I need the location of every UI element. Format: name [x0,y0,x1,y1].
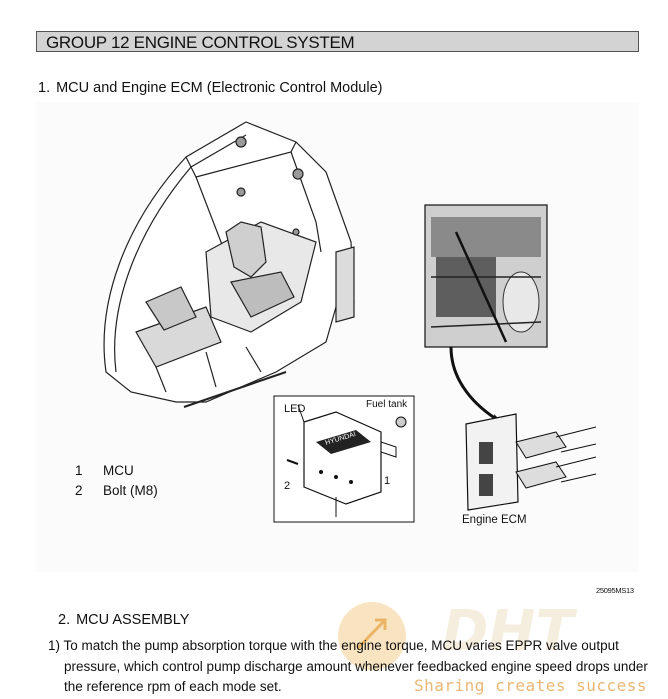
pointer-arrow [449,346,502,424]
paragraph-line-3: the reference rpm of each mode set. [64,679,282,694]
led-callout: LED [284,403,305,415]
callout-1: 1 [384,475,390,487]
paragraph-1: 1) To match the pump absorption torque w… [48,636,648,698]
led-leader-line [297,404,305,423]
paragraph-number: 1) [48,638,61,653]
group-header-bar: GROUP 12 ENGINE CONTROL SYSTEM [36,31,639,52]
section-2-number: 2. [58,612,71,628]
section-1-heading: 1. MCU and Engine ECM (Electronic Control… [38,80,382,96]
group-title: GROUP 12 ENGINE CONTROL SYSTEM [46,33,355,52]
paragraph-line-2: pressure, which control pump discharge a… [64,658,648,674]
legend-item: 2 Bolt (M8) [75,481,158,501]
engine-ecm-callout: Engine ECM [462,514,527,526]
section-1-number: 1. [38,80,51,96]
section-2-title: MCU ASSEMBLY [76,612,190,628]
legend-label: Bolt (M8) [103,483,158,498]
figure-legend: 1 MCU 2 Bolt (M8) [75,461,158,501]
mcu-unit: HYUNDAI [303,411,407,505]
engine-ecm-module [465,413,597,511]
legend-number: 2 [75,483,83,498]
section-2-heading: 2. MCU ASSEMBLY [58,612,189,628]
legend-number: 1 [75,463,83,478]
section-1-subtitle: (Electronic Control Module) [206,80,383,96]
callout-2: 2 [284,480,290,492]
legend-item: 1 MCU [75,461,158,481]
bolt-shape [286,459,299,465]
engine-photo [424,204,548,348]
paragraph-line-1: To match the pump absorption torque with… [63,638,619,653]
fuel-tank-callout: Fuel tank [366,399,408,410]
figure-code: 25095MS13 [596,586,634,595]
watermark-text: Sharing creates success [414,676,648,695]
cab-illustration [103,121,355,408]
mcu-ecm-figure: Engine ECM LED Fuel tank HYUNDAI 2 1 [36,102,639,572]
legend-label: MCU [103,463,134,478]
section-1-title: MCU and Engine ECM [56,80,203,96]
